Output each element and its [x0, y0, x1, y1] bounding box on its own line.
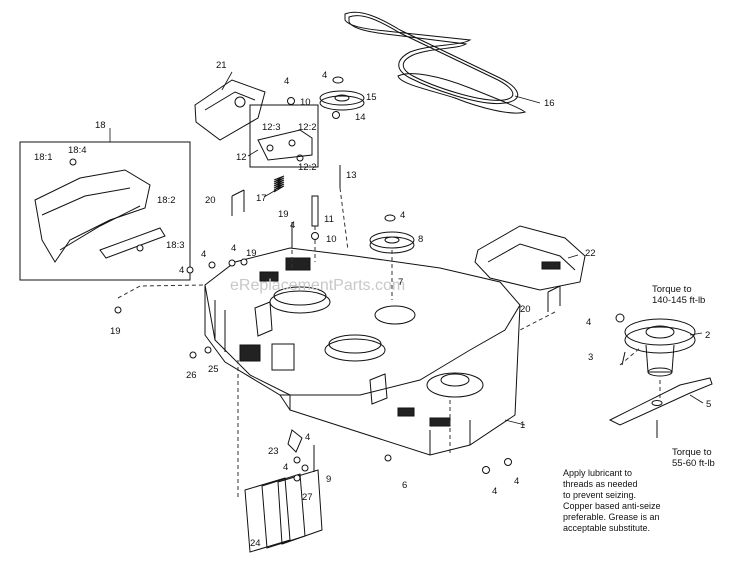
- callout-26: 26: [186, 370, 197, 381]
- deck-cover-21: [194, 79, 266, 141]
- torque-spec-bottom: Torque to 55-60 ft-lb: [672, 447, 715, 469]
- callout-18-1: 18:1: [34, 152, 53, 163]
- watermark: eReplacementParts.com: [230, 277, 405, 294]
- callout-15: 15: [366, 92, 377, 103]
- callout-4c: 4: [322, 70, 327, 81]
- callout-8: 8: [418, 234, 423, 245]
- rod-20-left: [231, 189, 245, 216]
- callout-4l: 4: [514, 476, 519, 487]
- callout-5: 5: [706, 399, 711, 410]
- callout-21: 21: [216, 60, 227, 71]
- blade-5: [608, 377, 713, 426]
- callout-12: 12: [236, 152, 247, 163]
- callout-4f: 4: [231, 243, 236, 254]
- spindle-assembly: [624, 318, 696, 377]
- callout-18-2: 18:2: [157, 195, 176, 206]
- pulley-15: [319, 95, 365, 111]
- callout-4d: 4: [400, 210, 405, 221]
- callout-23: 23: [268, 446, 279, 457]
- callout-25: 25: [208, 364, 219, 375]
- callout-10b: 10: [326, 234, 337, 245]
- callout-4b: 4: [290, 220, 295, 231]
- callout-13: 13: [346, 170, 357, 181]
- spacer-11: [311, 195, 319, 227]
- callout-16: 16: [544, 98, 555, 109]
- washer-10-top: [287, 97, 295, 105]
- callout-12-3: 12:3: [262, 122, 281, 133]
- baffle-24a: [244, 477, 291, 553]
- callout-12-2a: 12:2: [298, 122, 317, 133]
- lubricant-note: Apply lubricant to threads as needed to …: [563, 468, 661, 533]
- drive-belt: [344, 11, 527, 114]
- callout-12-2b: 12:2: [298, 162, 317, 173]
- callout-4h: 4: [586, 317, 591, 328]
- callout-24: 24: [250, 538, 261, 549]
- callout-7: 7: [398, 277, 403, 288]
- chute-detail-box: [19, 141, 191, 281]
- chute-rod-18-2: [99, 227, 166, 259]
- callout-4e: 4: [201, 249, 206, 260]
- callout-4g: 4: [179, 265, 184, 276]
- bracket-detail-box: [249, 104, 319, 168]
- callout-4j: 4: [283, 462, 288, 473]
- callout-11: 11: [324, 214, 334, 225]
- callout-2: 2: [705, 330, 710, 341]
- callout-17: 17: [256, 193, 267, 204]
- callout-9: 9: [326, 474, 331, 485]
- callout-10: 10: [300, 97, 311, 108]
- idler-bracket: [257, 129, 313, 161]
- rod-20-right: [547, 285, 561, 312]
- callout-4i: 4: [305, 432, 310, 443]
- callout-18-4: 18:4: [68, 145, 87, 156]
- callout-14: 14: [355, 112, 366, 123]
- lever-23: [287, 429, 303, 453]
- callout-3: 3: [588, 352, 593, 363]
- callout-4: 4: [284, 76, 289, 87]
- callout-18: 18: [95, 120, 106, 131]
- callout-6: 6: [402, 480, 407, 491]
- callout-1: 1: [520, 420, 525, 431]
- callout-18-3: 18:3: [166, 240, 185, 251]
- callout-22: 22: [585, 248, 596, 259]
- deck-cover-22: [474, 225, 586, 291]
- callout-20b: 20: [520, 304, 531, 315]
- callout-19: 19: [278, 209, 289, 220]
- torque-spec-top: Torque to 140-145 ft-lb: [652, 284, 706, 306]
- spring-17: [273, 175, 285, 193]
- callout-27: 27: [302, 492, 313, 503]
- discharge-chute-18: [34, 169, 151, 263]
- callout-20: 20: [205, 195, 216, 206]
- callout-19c: 19: [246, 248, 257, 259]
- callout-19b: 19: [110, 326, 121, 337]
- callout-4k: 4: [492, 486, 497, 497]
